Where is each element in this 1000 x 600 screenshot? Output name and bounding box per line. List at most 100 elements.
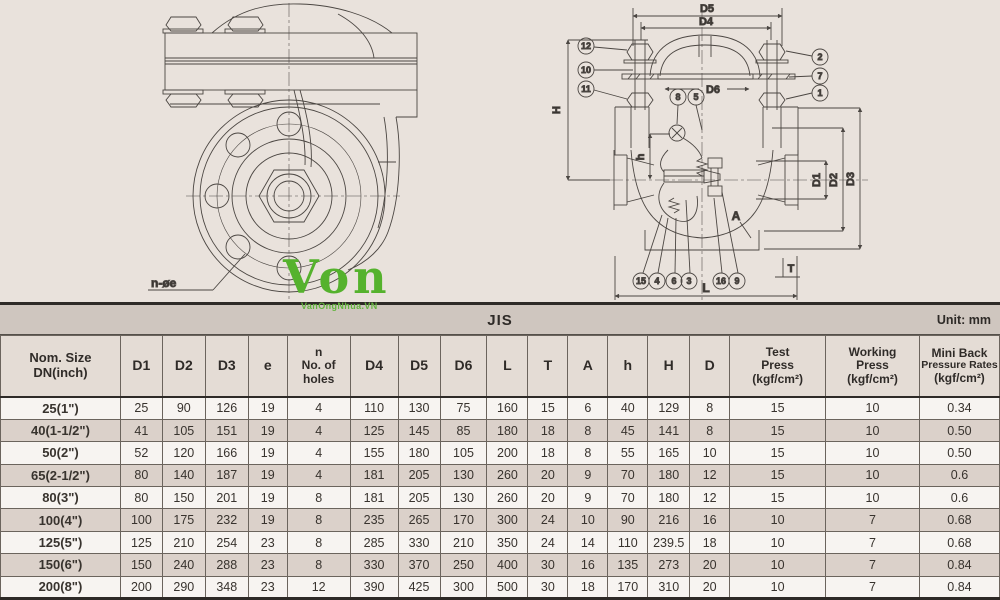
value-cell: 135 (607, 553, 649, 577)
value-cell: 232 (204, 508, 249, 532)
callout-1: 1 (817, 88, 822, 98)
value-cell: 285 (349, 530, 399, 555)
value-cell: 151 (204, 418, 249, 443)
value-cell: 180 (647, 463, 691, 488)
value-cell: 10 (689, 441, 731, 465)
left-drawing: n-øe (148, 3, 418, 299)
callout-7: 7 (817, 71, 822, 81)
value-cell: 23 (247, 530, 288, 555)
column-header-e: e (247, 335, 288, 398)
value-cell: 273 (647, 553, 691, 577)
value-cell: 7 (825, 553, 920, 577)
value-cell: 260 (486, 486, 529, 510)
value-cell: 4 (286, 463, 351, 488)
value-cell: 200 (486, 441, 529, 465)
value-cell: 288 (204, 553, 249, 577)
value-cell: 8 (286, 508, 351, 532)
value-cell: 175 (161, 508, 206, 532)
value-cell: 8 (286, 486, 351, 510)
value-cell: 4 (286, 441, 351, 465)
value-cell: 120 (161, 441, 206, 465)
value-cell: 201 (204, 486, 249, 510)
value-cell: 70 (607, 486, 649, 510)
value-cell: 23 (247, 575, 288, 600)
callout-3: 3 (686, 276, 691, 286)
value-cell: 126 (204, 396, 249, 420)
value-cell: 10 (567, 508, 609, 532)
value-cell: 41 (119, 418, 163, 443)
callout-2: 2 (817, 52, 822, 62)
value-cell: 8 (689, 418, 731, 443)
value-cell: 145 (397, 418, 441, 443)
dim-label-d4: D4 (699, 16, 714, 28)
value-cell: 7 (825, 508, 920, 532)
value-cell: 216 (647, 508, 691, 532)
value-cell: 170 (439, 508, 488, 532)
value-cell: 129 (647, 396, 691, 420)
brand-name: Von (283, 250, 391, 304)
value-cell: 15 (729, 463, 827, 488)
drawings-section: n-øe (148, 2, 868, 300)
value-cell: 90 (161, 396, 206, 420)
hole-count-label: n-øe (151, 276, 177, 290)
value-cell: 170 (607, 575, 649, 600)
value-cell: 0.68 (918, 530, 1000, 555)
column-header-d6: D6 (439, 335, 488, 398)
value-cell: 110 (607, 530, 649, 555)
value-cell: 12 (689, 463, 731, 488)
dim-label-t: T (788, 263, 795, 275)
value-cell: 110 (349, 396, 399, 420)
dim-label-d2: D2 (828, 173, 840, 187)
value-cell: 240 (161, 553, 206, 577)
value-cell: 350 (486, 530, 529, 555)
value-cell: 19 (247, 418, 288, 443)
value-cell: 300 (439, 575, 488, 600)
callout-15: 15 (636, 276, 646, 286)
value-cell: 8 (286, 530, 351, 555)
value-cell: 210 (439, 530, 488, 555)
value-cell: 30 (527, 553, 569, 577)
value-cell: 19 (247, 463, 288, 488)
dim-label-l: L (702, 281, 709, 295)
callout-16: 16 (716, 276, 726, 286)
table-title-band: JIS Unit: mm (0, 302, 1000, 335)
value-cell: 300 (486, 508, 529, 532)
value-cell: 10 (729, 553, 827, 577)
value-cell: 15 (527, 396, 569, 420)
value-cell: 181 (349, 463, 399, 488)
value-cell: 8 (689, 396, 731, 420)
dim-label-h-total: H (551, 106, 563, 114)
value-cell: 100 (119, 508, 163, 532)
value-cell: 8 (567, 441, 609, 465)
dim-label-a: A (732, 209, 741, 223)
column-header-d1: D1 (119, 335, 163, 398)
value-cell: 6 (567, 396, 609, 420)
callout-10: 10 (581, 65, 591, 75)
value-cell: 8 (567, 418, 609, 443)
value-cell: 235 (349, 508, 399, 532)
value-cell: 15 (729, 441, 827, 465)
dim-label-d5: D5 (700, 3, 714, 15)
value-cell: 310 (647, 575, 691, 600)
value-cell: 150 (161, 486, 206, 510)
callout-6: 6 (671, 276, 676, 286)
value-cell: 18 (567, 575, 609, 600)
value-cell: 10 (825, 418, 920, 443)
value-cell: 105 (439, 441, 488, 465)
value-cell: 16 (689, 508, 731, 532)
size-cell: 125(5") (0, 530, 121, 555)
callout-9: 9 (734, 276, 739, 286)
value-cell: 254 (204, 530, 249, 555)
value-cell: 19 (247, 441, 288, 465)
value-cell: 80 (119, 463, 163, 488)
value-cell: 10 (729, 508, 827, 532)
dim-label-d6: D6 (706, 84, 720, 96)
value-cell: 130 (397, 396, 441, 420)
